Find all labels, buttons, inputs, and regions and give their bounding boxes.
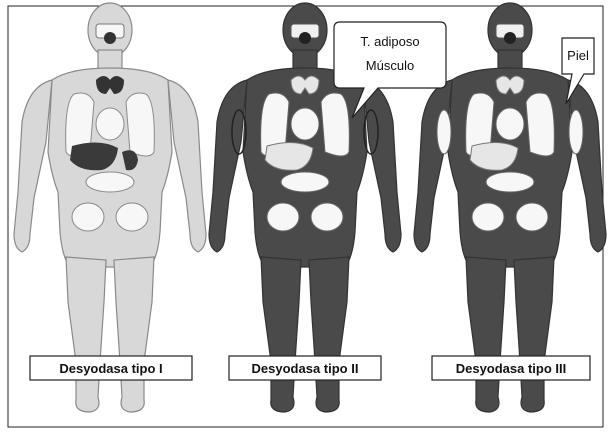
label-type-1: Desyodasa tipo I — [59, 361, 162, 376]
label-box-type-1: Desyodasa tipo I — [30, 356, 192, 380]
figure-type-1 — [14, 3, 206, 412]
label-box-type-3: Desyodasa tipo III — [432, 356, 590, 380]
label-type-3: Desyodasa tipo III — [456, 361, 567, 376]
label-type-2: Desyodasa tipo II — [252, 361, 359, 376]
callout-text-adipose: T. adiposo — [360, 34, 419, 49]
callout-text-skin: Piel — [567, 48, 589, 63]
callout-text-muscle: Músculo — [366, 58, 414, 73]
label-box-type-2: Desyodasa tipo II — [229, 356, 381, 380]
